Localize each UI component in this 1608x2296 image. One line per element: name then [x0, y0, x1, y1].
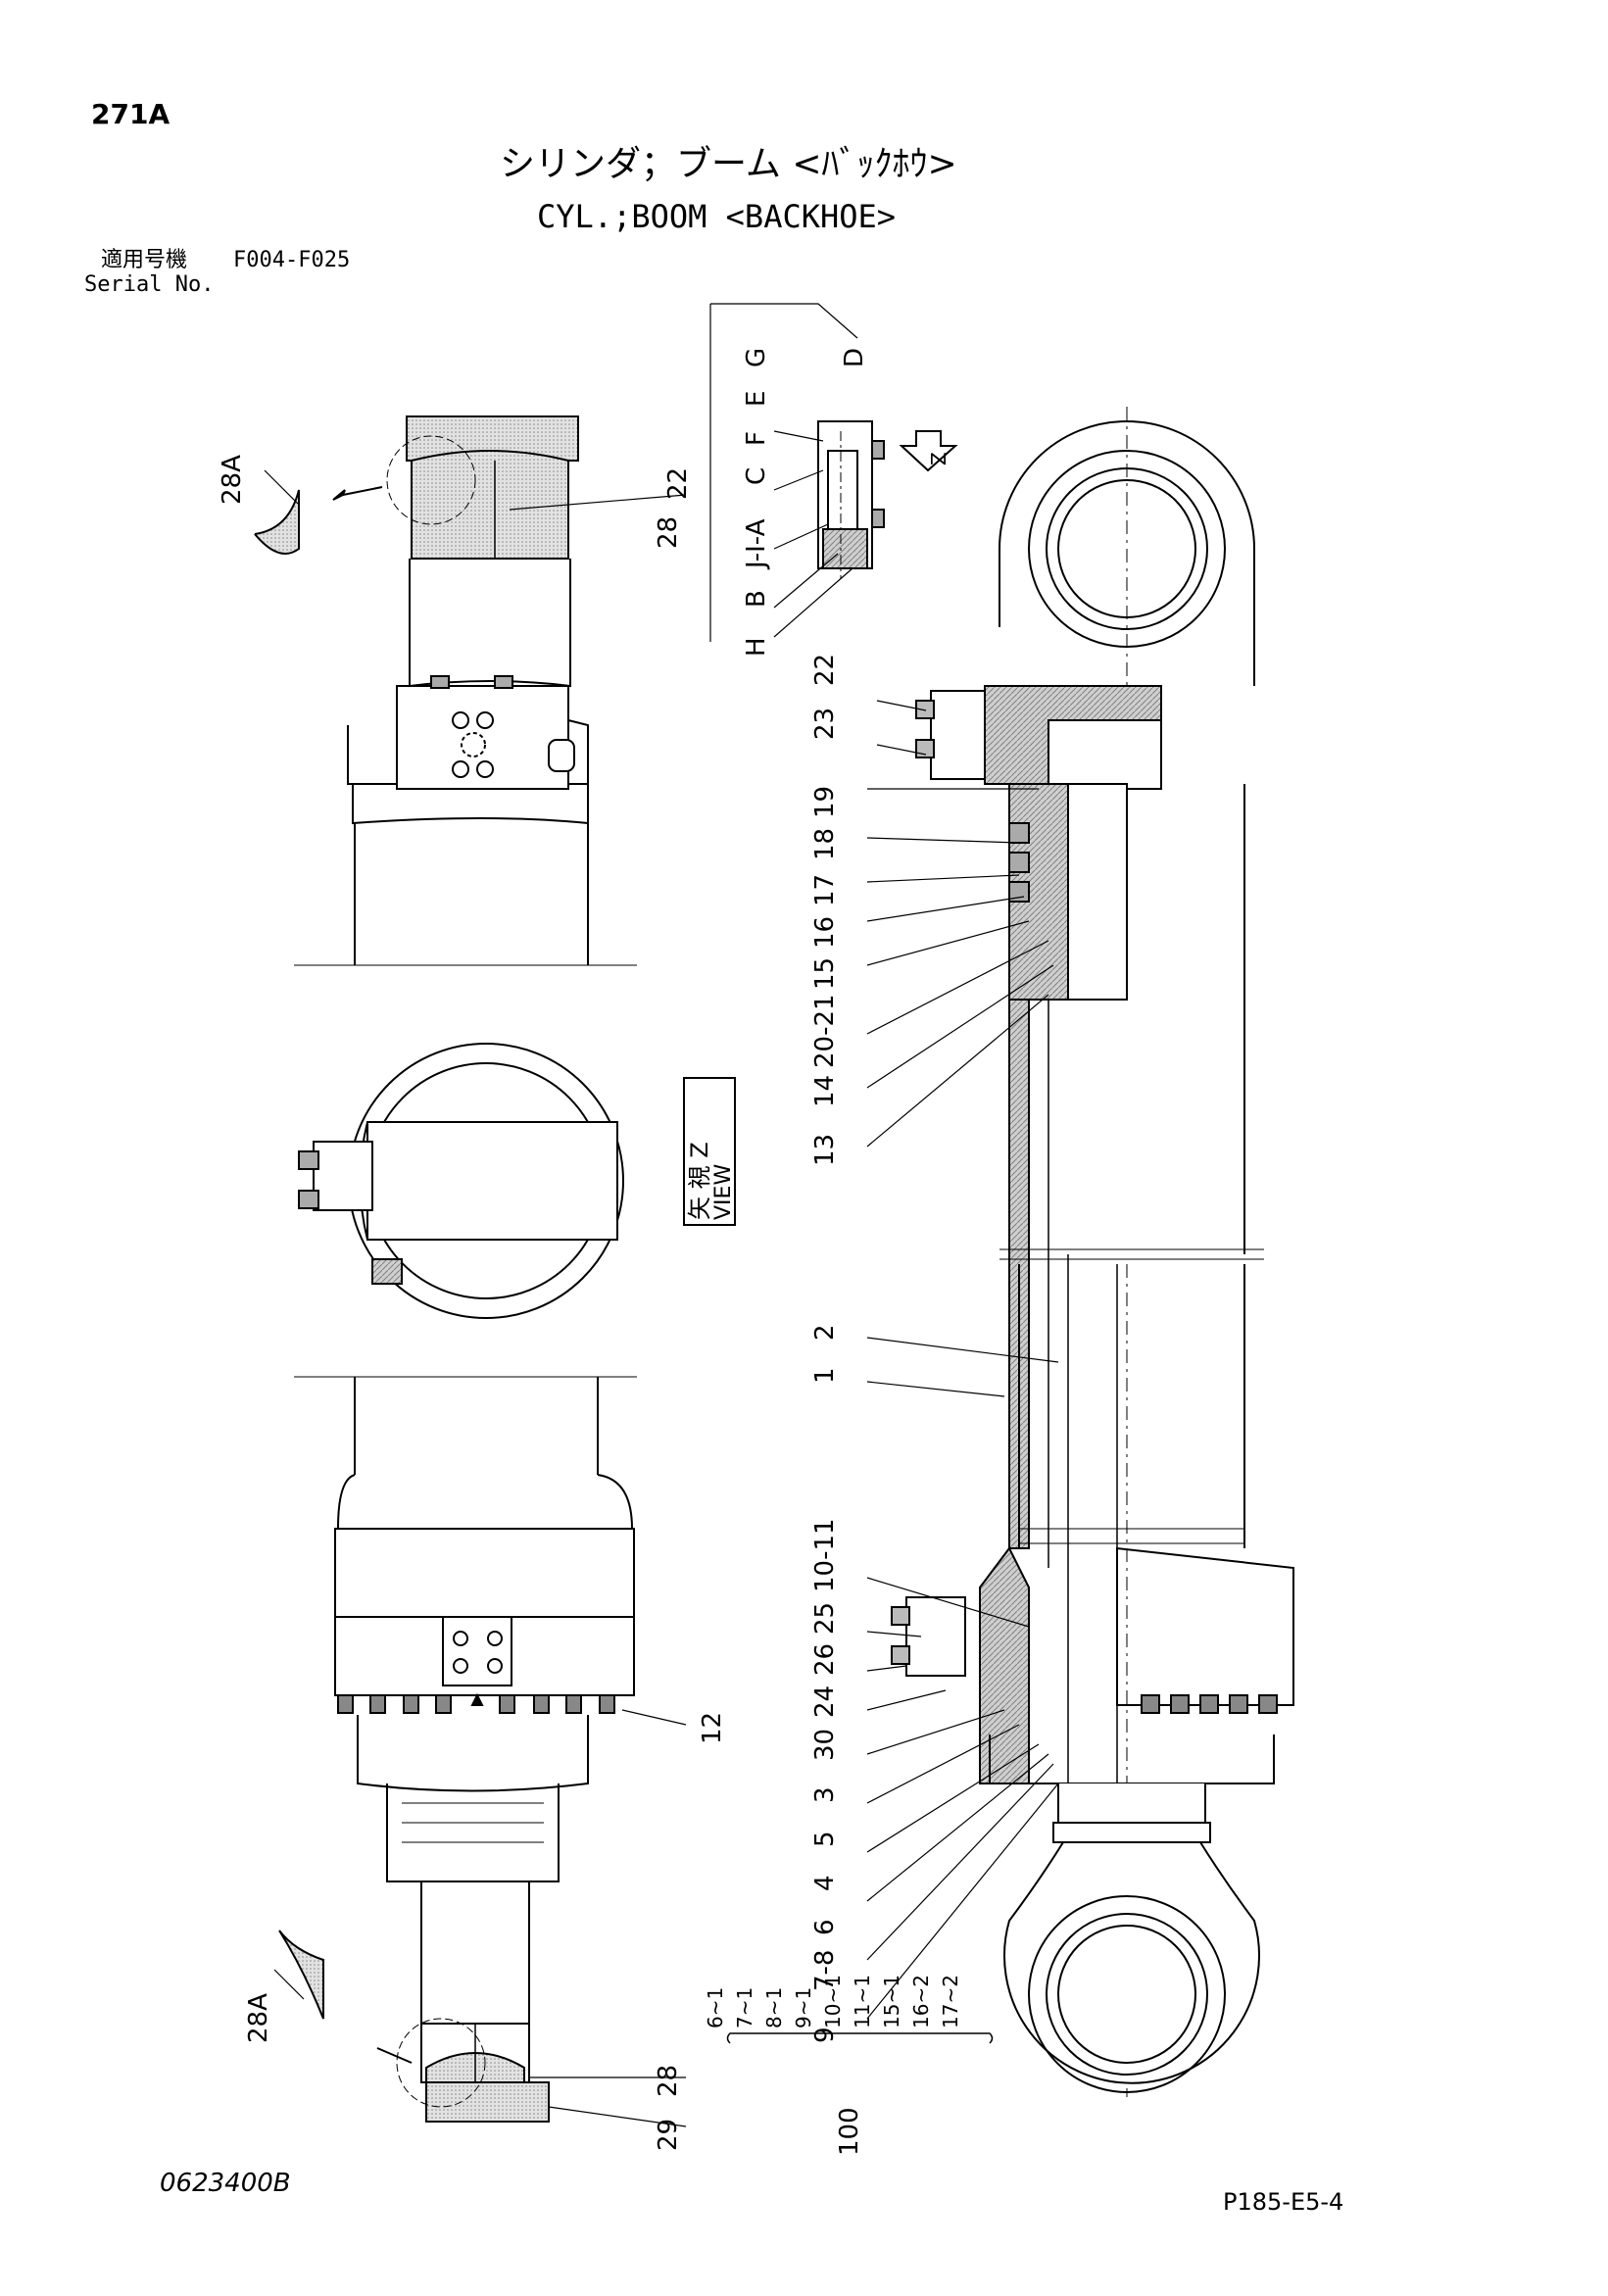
kit-item: 11~1: [851, 1975, 874, 2028]
callout-label: 17: [810, 874, 840, 906]
callout-label: 19: [810, 786, 840, 818]
callout-label: 9: [810, 2027, 840, 2043]
head-eye: [999, 407, 1255, 706]
callout-label: 22: [810, 654, 840, 686]
callout-label: 15: [810, 957, 840, 990]
detail-22-assembly: [709, 303, 885, 642]
callout-label: 4: [810, 1875, 840, 1891]
kit-item: 17~2: [939, 1975, 962, 2028]
drawing-number: 0623400B: [160, 2169, 291, 2198]
detail-callout-label: H: [742, 637, 771, 657]
kit-item: 9~1: [792, 1987, 815, 2028]
callout-label: 3: [810, 1786, 840, 1803]
callout-label: 20-21: [810, 994, 840, 1068]
callout-label: 18: [810, 828, 840, 860]
callout-label: 23: [810, 708, 840, 740]
top-view-callout-28: 28: [654, 516, 683, 549]
bottom-view-callout-28: 28: [654, 2065, 683, 2097]
view-arrow-z: [899, 430, 958, 472]
main-cylinder-view: [891, 407, 1294, 2097]
grease-block-head: [930, 690, 986, 780]
kit-item: 8~1: [762, 1987, 786, 2028]
page-code: P185-E5-4: [1223, 2188, 1344, 2216]
callout-label: 13: [810, 1134, 840, 1166]
bottom-view-callout-28a: 28A: [244, 1993, 273, 2043]
callout-label: 5: [810, 1831, 840, 1847]
page-number: 271A: [91, 98, 171, 130]
kit-item: 16~2: [909, 1975, 933, 2028]
detail-callout-label: D: [840, 348, 869, 367]
serial-label-english: Serial No.: [84, 272, 215, 297]
callout-label: 7-8: [810, 1950, 840, 1991]
callout-label: 1: [810, 1367, 840, 1384]
flange-bolts-bottom: [337, 1694, 615, 1714]
bottom-view-rod: [278, 1376, 637, 2123]
kit-items: 6~1 7~1 8~1 9~1 10~1 11~1 15~1 16~2 17~2: [704, 1975, 962, 2028]
bottom-view-callout-12: 12: [698, 1712, 727, 1744]
callout-label: 26: [810, 1643, 840, 1676]
view-z-drawing: [298, 1043, 736, 1319]
title-english: CYL.;BOOM <BACKHOE>: [537, 198, 897, 235]
detail-callout-label: F: [742, 431, 771, 446]
detail-callout-label: 22: [663, 467, 693, 500]
flange-bolts-main: [1141, 1694, 1278, 1714]
view-z-label-jp: 矢 視 Z: [686, 1142, 713, 1220]
detail-callout-label: E: [742, 391, 771, 407]
callout-label: 30: [810, 1729, 840, 1761]
view-z-frame: [683, 1077, 736, 1226]
top-view-head: [254, 415, 637, 966]
callout-labels: 22 23 19 18 17 16 15 20-21 14 13 2 1 10-…: [218, 348, 950, 2156]
rod-gland: [979, 1546, 1030, 1784]
title-japanese: シリンダ；ブーム <ﾊﾞｯｸﾎｳ>: [500, 144, 957, 184]
detail-callout-label: J-I-A: [742, 518, 771, 570]
serial-label-japanese: 適用号機: [101, 248, 188, 272]
bottom-view-callout-29: 29: [654, 2119, 683, 2151]
kit-item: 7~1: [733, 1987, 756, 2028]
serial-range: F004-F025: [233, 248, 351, 272]
kit-brace: [726, 2032, 994, 2044]
callout-label: 2: [810, 1324, 840, 1341]
kit-item: 10~1: [821, 1975, 845, 2028]
detail-callout-label: B: [742, 590, 771, 608]
callout-label: 16: [810, 916, 840, 949]
inset-28a-top: [254, 489, 300, 555]
callout-label: 25: [810, 1602, 840, 1635]
inset-28a-bottom: [278, 1930, 324, 2020]
rod-eye: [1003, 1783, 1260, 2093]
callout-label: 10-11: [810, 1518, 840, 1592]
kit-item: 6~1: [704, 1987, 727, 2028]
detail-callout-label: G: [742, 348, 771, 367]
kit-number: 100: [835, 2107, 864, 2156]
callout-label: 14: [810, 1075, 840, 1107]
arrow-z-label: Z: [927, 452, 950, 465]
top-view-callout-28a: 28A: [218, 455, 247, 505]
detail-callout-label: C: [742, 467, 771, 485]
view-z-label-en: VIEW: [711, 1164, 736, 1220]
leader-lines: [264, 430, 1059, 2127]
kit-item: 15~1: [880, 1975, 903, 2028]
callout-label: 24: [810, 1685, 840, 1718]
callout-label: 6: [810, 1919, 840, 1935]
